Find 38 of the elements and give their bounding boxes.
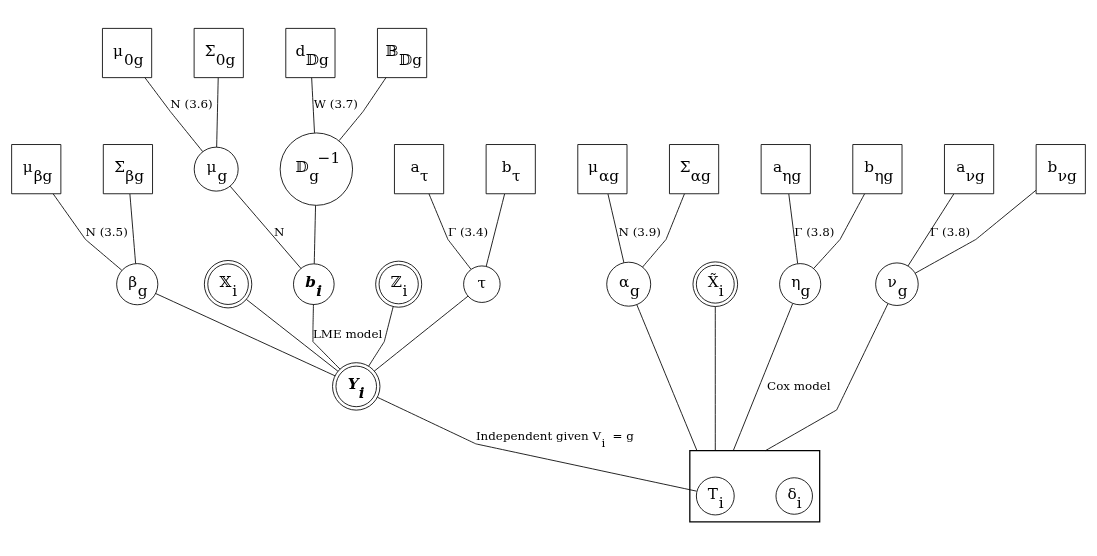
connector [52,192,123,271]
connector [338,76,387,141]
connector [813,192,865,269]
connector [216,76,219,147]
edge-label: N (3.9) [618,224,661,239]
edge-label: Γ (3.8) [794,224,835,239]
connector [642,192,685,267]
cluster [689,449,821,522]
connector [129,193,137,264]
connector [907,193,955,266]
connector [376,396,697,492]
connector [313,204,316,264]
edge-label: Γ (3.4) [447,224,489,239]
connector [764,302,889,451]
connector [311,76,315,133]
connector [607,193,625,263]
connector [368,305,394,367]
connector [428,192,472,270]
edge-label: N (3.5) [85,224,128,239]
edge-label: N (3.6) [170,96,213,111]
edge-label: W (3.7) [313,96,358,111]
edge-label: Cox model [767,378,831,393]
connector [246,298,339,372]
connector [732,302,794,451]
connector [914,189,1037,274]
connector [155,292,336,376]
connector [373,295,469,372]
edge-label: LME model [312,326,383,341]
node-circle: τ [463,265,501,303]
connector [636,303,698,451]
connector [788,193,799,264]
connector [312,303,341,370]
connector [144,76,204,152]
edge-label: N [273,224,285,239]
edge-label: Γ (3.8) [930,224,971,239]
connector [229,185,302,269]
connector [485,193,506,267]
connector [714,305,716,451]
